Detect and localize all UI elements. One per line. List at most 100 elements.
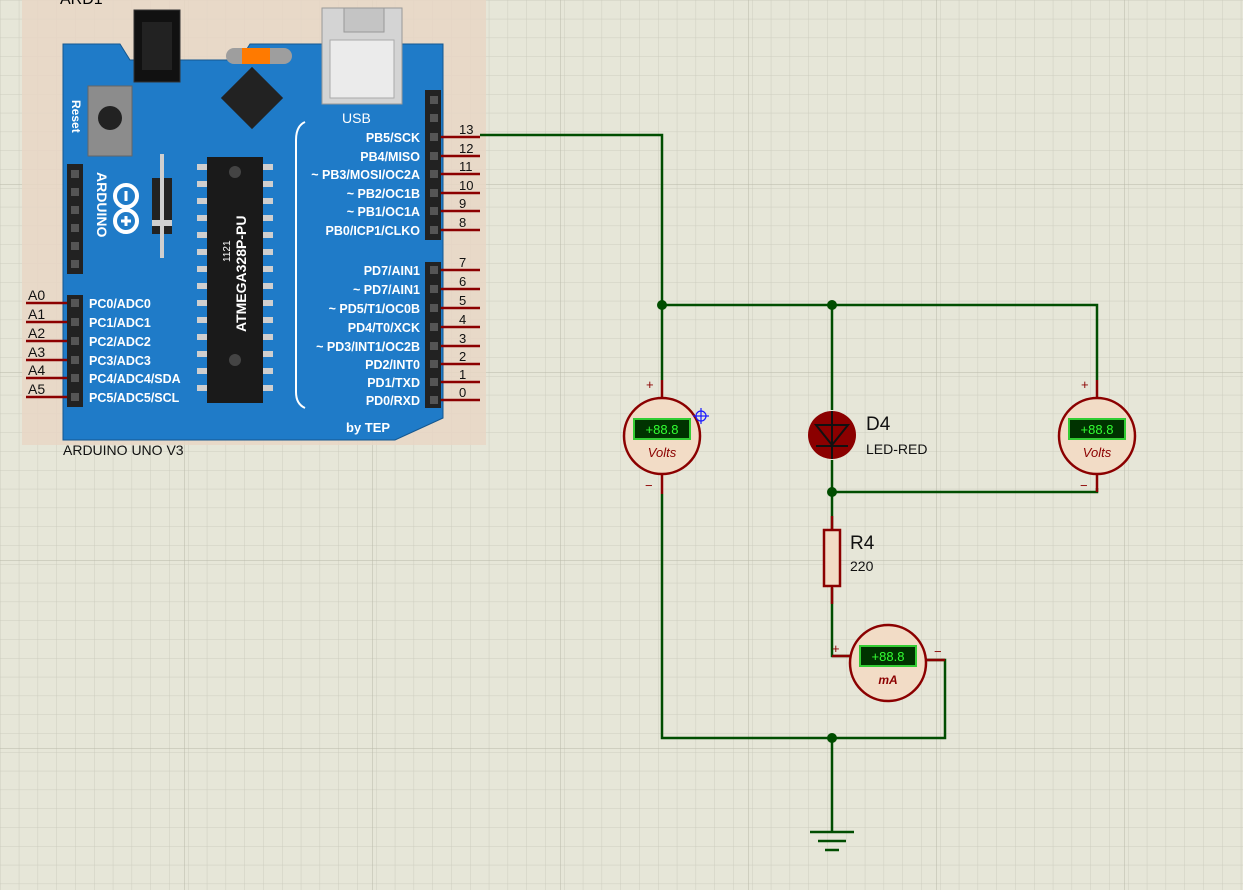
chip-pin	[197, 317, 207, 323]
chip-pin	[263, 368, 273, 374]
chip-dot	[229, 354, 241, 366]
pin-socket	[71, 318, 79, 326]
digital-pin-8[interactable]: PB0/ICP1/CLKO 8	[326, 215, 480, 238]
meter-minus-label: −	[645, 478, 653, 493]
pin-name-label: PD4/T0/XCK	[348, 321, 420, 335]
mcu-chip-label: ATMEGA328P-PU	[233, 216, 249, 332]
pin-socket	[430, 266, 438, 274]
chip-pin	[263, 181, 273, 187]
pin-number-label: 5	[459, 293, 466, 308]
pin-number-label: 4	[459, 312, 466, 327]
arduino-logo-icon	[113, 183, 139, 234]
led-value-label: LED-RED	[866, 441, 927, 457]
digital-pin-4[interactable]: PD4/T0/XCK 4	[348, 312, 480, 335]
chip-pin	[197, 266, 207, 272]
pin-socket	[71, 337, 79, 345]
ammeter[interactable]: +88.8 mA + −	[832, 623, 945, 703]
pin-number-label: 12	[459, 141, 473, 156]
pin-name-label: PC0/ADC0	[89, 297, 151, 311]
meter-reading: +88.8	[646, 422, 679, 437]
chip-pin	[263, 300, 273, 306]
pin-socket	[430, 207, 438, 215]
pin-number-label: A5	[28, 381, 45, 397]
resistor-body	[822, 528, 842, 588]
pin-number-label: A3	[28, 344, 45, 360]
pin-name-label: PD0/RXD	[366, 394, 420, 408]
wire-pin13-to-voltmeter[interactable]	[480, 133, 664, 380]
pin-socket	[430, 378, 438, 386]
chip-notch	[229, 166, 241, 178]
pin-number-label: 2	[459, 349, 466, 364]
digital-pin-0[interactable]: PD0/RXD 0	[366, 385, 480, 408]
meter-reading: +88.8	[1081, 422, 1114, 437]
analog-pins[interactable]: PC0/ADC0A0PC1/ADC1A1PC2/ADC2A2PC3/ADC3A3…	[26, 287, 181, 405]
led-ref-label: D4	[866, 414, 891, 435]
chip-pin	[263, 351, 273, 357]
pin-name-label: ~ PD7/AIN1	[353, 283, 420, 297]
crosshair-cursor-icon	[693, 408, 709, 424]
digital-header-low	[425, 262, 441, 408]
chip-pin	[197, 249, 207, 255]
meter-reading: +88.8	[872, 649, 905, 664]
chip-pin	[197, 181, 207, 187]
meter-plus-label: +	[832, 641, 840, 656]
meter-unit: mA	[878, 673, 897, 687]
pin-socket	[430, 152, 438, 160]
pin-socket	[430, 133, 438, 141]
chip-pin	[263, 232, 273, 238]
pin-name-label: PC5/ADC5/SCL	[89, 391, 180, 405]
arduino-uno-board[interactable]: ARD1 USB Reset ARDUINO	[22, 0, 486, 458]
usb-connector-inner	[329, 39, 395, 99]
pin-socket	[71, 356, 79, 364]
pin-number-label: 0	[459, 385, 466, 400]
voltmeter-left[interactable]: +88.8 Volts + −	[622, 377, 702, 494]
chip-pin	[197, 351, 207, 357]
chip-pin	[263, 283, 273, 289]
pin-socket	[430, 170, 438, 178]
pin-name-label: PB0/ICP1/CLKO	[326, 224, 421, 238]
pin-socket	[430, 396, 438, 404]
reset-label: Reset	[69, 100, 83, 133]
aref-pin	[430, 96, 438, 104]
pin-number-label: 6	[459, 274, 466, 289]
chip-pin	[263, 334, 273, 340]
chip-pin	[263, 317, 273, 323]
meter-minus-label: −	[1080, 478, 1088, 493]
led-d4[interactable]: D4 LED-RED	[808, 411, 927, 459]
meter-plus-label: +	[646, 377, 654, 392]
usb-controller-chip	[220, 66, 284, 130]
ground-icon[interactable]	[810, 830, 854, 852]
voltmeter-right[interactable]: +88.8 Volts + −	[1057, 377, 1137, 493]
pin-bracket	[295, 121, 306, 409]
meter-lcd	[859, 645, 917, 667]
wire-top-bus[interactable]	[662, 303, 1099, 380]
reset-button-cap[interactable]	[98, 106, 122, 130]
pin-socket	[71, 374, 79, 382]
pin-number-label: 3	[459, 331, 466, 346]
pin-number-label: 8	[459, 215, 466, 230]
power-jack-inner	[142, 22, 172, 70]
chip-pin	[197, 385, 207, 391]
resistor-r4[interactable]: R4 220	[822, 516, 875, 604]
analog-pin-a5[interactable]: PC5/ADC5/SCL A5	[26, 381, 180, 405]
chip-pin	[263, 164, 273, 170]
digital-pin-6[interactable]: ~ PD7/AIN1 6	[353, 274, 480, 297]
pin-number-label: A2	[28, 325, 45, 341]
